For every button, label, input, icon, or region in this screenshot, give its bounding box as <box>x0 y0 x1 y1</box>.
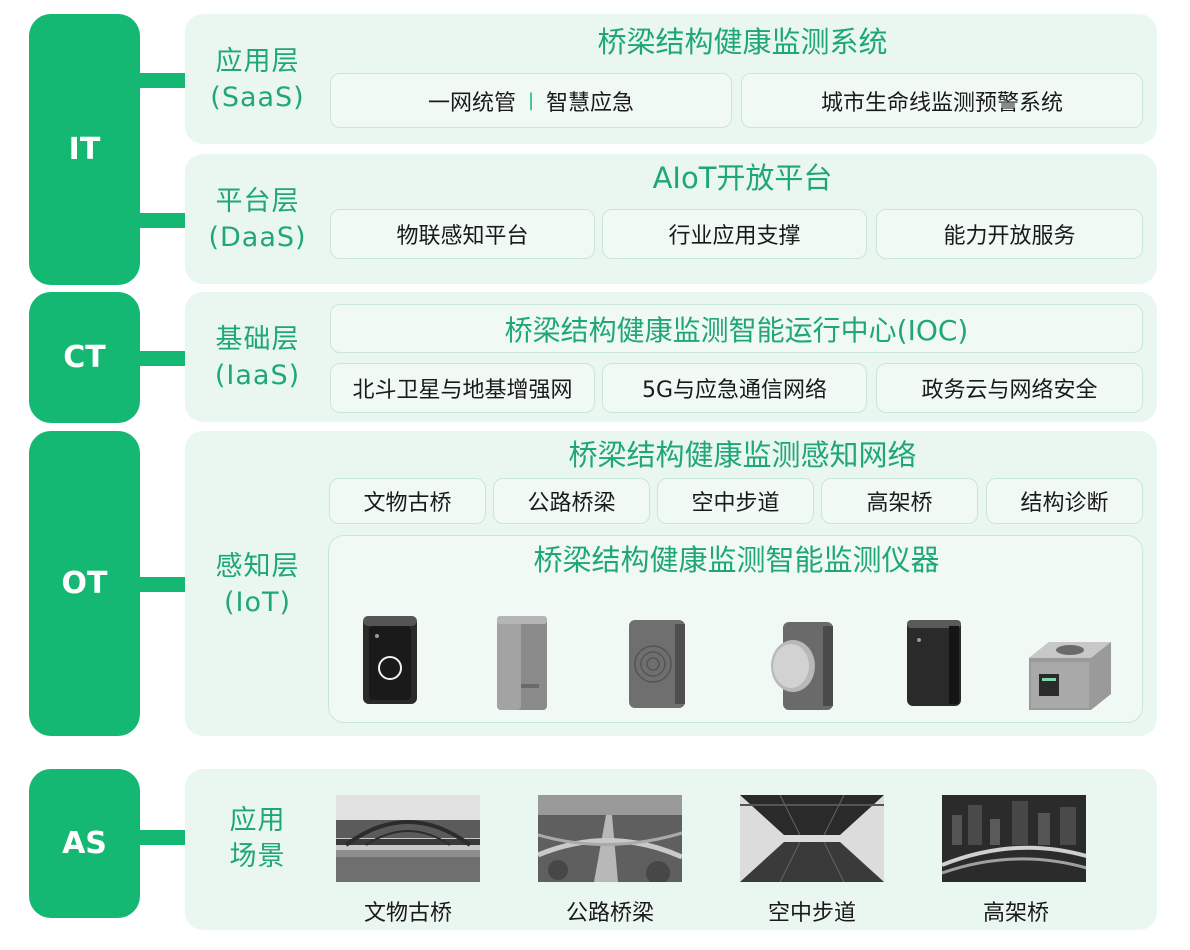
scenes-layer-label: 应用 场景 <box>185 803 330 875</box>
daas-title: AIoT开放平台 <box>652 161 833 195</box>
scene-photo-highway-bridge <box>538 795 682 882</box>
connector-daas <box>138 213 188 228</box>
sensor-device-3-icon <box>627 618 689 712</box>
scene-photo-skywalk <box>740 795 884 882</box>
saas-box-separator: | <box>527 90 535 111</box>
iot-box-heritage-bridge: 文物古桥 <box>329 478 486 524</box>
connector-iot <box>138 577 188 592</box>
daas-box-capability-service: 能力开放服务 <box>876 209 1143 259</box>
iot-box-diagnosis: 结构诊断 <box>986 478 1143 524</box>
iaas-box-beidou: 北斗卫星与地基增强网 <box>330 363 595 413</box>
sensor-device-1-icon <box>361 614 419 706</box>
scene-caption-viaduct: 高架桥 <box>982 901 1049 926</box>
connector-iaas <box>138 351 188 366</box>
saas-box-item-a: 一网统管 <box>427 90 516 116</box>
iaas-box-cloud-security: 政务云与网络安全 <box>876 363 1143 413</box>
side-label-ct: CT <box>29 292 140 423</box>
saas-box-item-b: 智慧应急 <box>546 90 635 116</box>
saas-layer-label: 应用层 (SaaS) <box>185 44 330 116</box>
iaas-layer-label: 基础层 (IaaS) <box>185 322 330 394</box>
daas-label-name: 平台层 <box>215 186 300 217</box>
side-label-it: IT <box>29 14 140 285</box>
connector-saas <box>138 73 188 88</box>
saas-box-governance: 一网统管 | 智慧应急 <box>330 73 732 128</box>
iot-box-highway-bridge: 公路桥梁 <box>493 478 650 524</box>
side-label-ot: OT <box>29 431 140 736</box>
saas-label-name: 应用层 <box>215 46 300 77</box>
iot-layer-label: 感知层 (IoT) <box>185 549 330 621</box>
iot-label-name: 感知层 <box>215 551 300 582</box>
iot-instruments-title: 桥梁结构健康监测智能监测仪器 <box>533 543 940 577</box>
scene-caption-highway-bridge: 公路桥梁 <box>565 901 654 926</box>
scene-caption-skywalk: 空中步道 <box>767 901 856 926</box>
iaas-label-name: 基础层 <box>215 324 300 355</box>
iot-panel: 感知层 (IoT) 桥梁结构健康监测感知网络 文物古桥 公路桥梁 空中步道 高架… <box>185 431 1157 736</box>
sensor-device-5-icon <box>905 618 963 708</box>
iaas-ioc-box: 桥梁结构健康监测智能运行中心(IOC) <box>330 304 1143 353</box>
iot-title: 桥梁结构健康监测感知网络 <box>568 438 917 472</box>
sensor-device-6-icon <box>1025 640 1115 712</box>
saas-box-lifeline: 城市生命线监测预警系统 <box>741 73 1143 128</box>
iot-box-skywalk: 空中步道 <box>657 478 814 524</box>
iaas-label-code: (IaaS) <box>214 360 301 391</box>
iot-instruments-box: 桥梁结构健康监测智能监测仪器 <box>328 535 1143 723</box>
saas-label-code: (SaaS) <box>210 82 305 113</box>
scene-photo-heritage-bridge <box>336 795 480 882</box>
scenes-panel: 应用 场景 <box>185 769 1157 930</box>
iot-box-viaduct: 高架桥 <box>821 478 978 524</box>
iot-label-code: (IoT) <box>223 587 292 618</box>
daas-box-iot-platform: 物联感知平台 <box>330 209 595 259</box>
daas-layer-label: 平台层 (DaaS) <box>185 184 330 256</box>
daas-panel: 平台层 (DaaS) AIoT开放平台 物联感知平台 行业应用支撑 能力开放服务 <box>185 154 1157 284</box>
scenes-label-line2: 场景 <box>229 841 286 872</box>
sensor-device-4-icon <box>769 620 839 712</box>
daas-label-code: (DaaS) <box>208 222 307 253</box>
scenes-label-line1: 应用 <box>229 805 286 836</box>
scene-photo-viaduct <box>942 795 1086 882</box>
saas-title: 桥梁结构健康监测系统 <box>597 25 888 59</box>
iaas-panel: 基础层 (IaaS) 桥梁结构健康监测智能运行中心(IOC) 北斗卫星与地基增强… <box>185 292 1157 422</box>
saas-panel: 应用层 (SaaS) 桥梁结构健康监测系统 一网统管 | 智慧应急 城市生命线监… <box>185 14 1157 144</box>
connector-scenes <box>138 830 188 845</box>
scene-caption-heritage-bridge: 文物古桥 <box>363 901 452 926</box>
iaas-box-5g: 5G与应急通信网络 <box>602 363 867 413</box>
daas-box-industry-support: 行业应用支撑 <box>602 209 867 259</box>
sensor-device-2-icon <box>493 614 553 712</box>
side-label-as: AS <box>29 769 140 918</box>
